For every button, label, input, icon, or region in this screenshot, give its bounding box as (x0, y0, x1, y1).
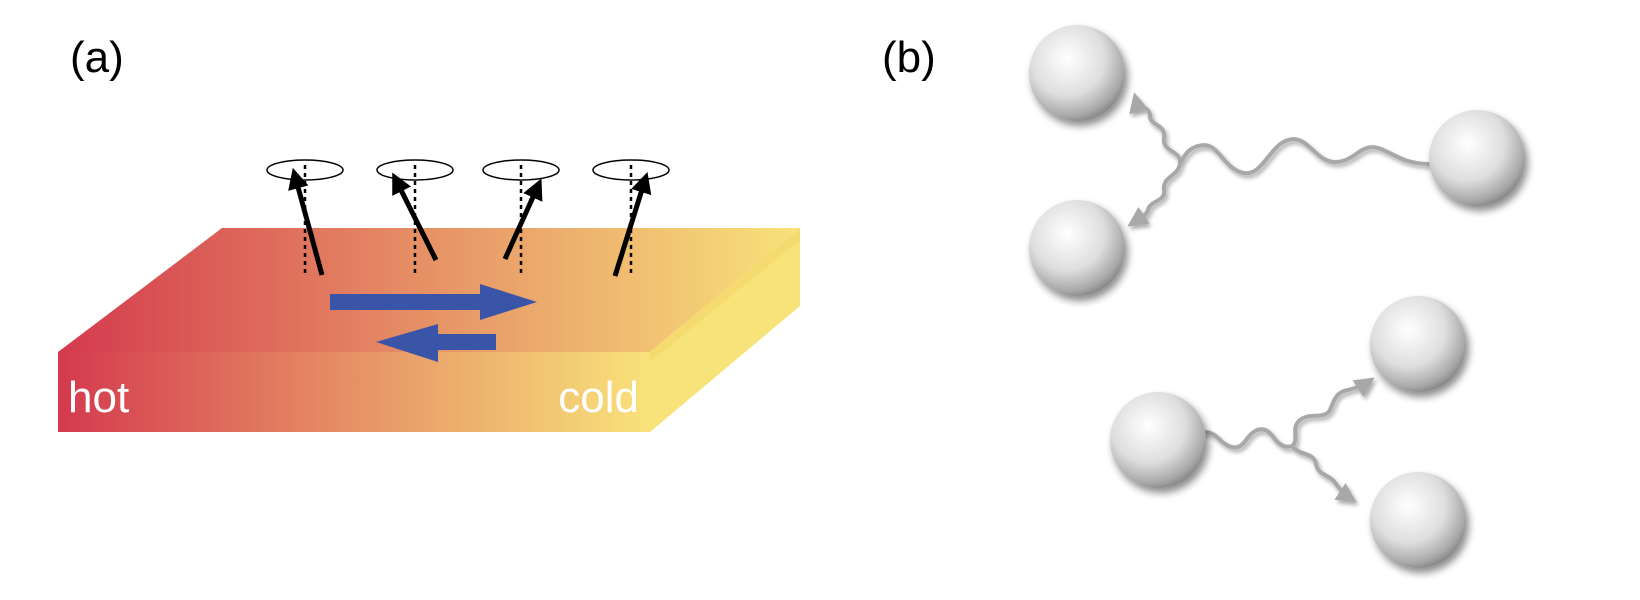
outgoing-wave-down (1127, 161, 1182, 227)
spin-3 (482, 159, 560, 275)
slab-side-face (650, 228, 800, 432)
slab-side-shade (650, 228, 800, 362)
panel-b: (b) (882, 25, 1525, 568)
spin-4 (592, 159, 670, 277)
outgoing-wave-up (1129, 92, 1182, 163)
spin-1 (266, 159, 344, 276)
slab-front-face (58, 352, 650, 432)
spin-arrow (502, 178, 543, 261)
panel-a-label: (a) (70, 33, 124, 82)
slab: hot cold (58, 228, 800, 432)
spin-arrow (612, 171, 652, 277)
particle-sphere (1029, 200, 1125, 296)
upper-interaction (1127, 92, 1431, 227)
particle-sphere (1429, 110, 1525, 206)
backward-current-arrow (376, 324, 496, 362)
spin-arrow (288, 167, 325, 276)
lower-interaction (1186, 377, 1375, 503)
spin-arrow (392, 172, 439, 262)
hot-label: hot (68, 373, 129, 422)
forward-current-arrow (330, 284, 537, 320)
incoming-wave (1178, 137, 1431, 176)
particle-sphere (1110, 392, 1206, 488)
slab-top-face (58, 228, 800, 352)
particle-sphere (1029, 25, 1125, 121)
outgoing-wave-up (1290, 377, 1375, 448)
panel-b-label: (b) (882, 33, 936, 82)
spin-2 (376, 159, 454, 275)
particles (1029, 25, 1525, 568)
panel-a: (a) hot cold (58, 33, 800, 432)
outgoing-wave-down (1290, 444, 1357, 503)
incoming-wave (1186, 427, 1293, 450)
precession-cone (592, 159, 670, 181)
particle-sphere (1370, 296, 1466, 392)
cold-label: cold (558, 373, 639, 422)
precession-cone (376, 159, 454, 181)
precession-cone (482, 159, 560, 181)
particle-sphere (1370, 472, 1466, 568)
